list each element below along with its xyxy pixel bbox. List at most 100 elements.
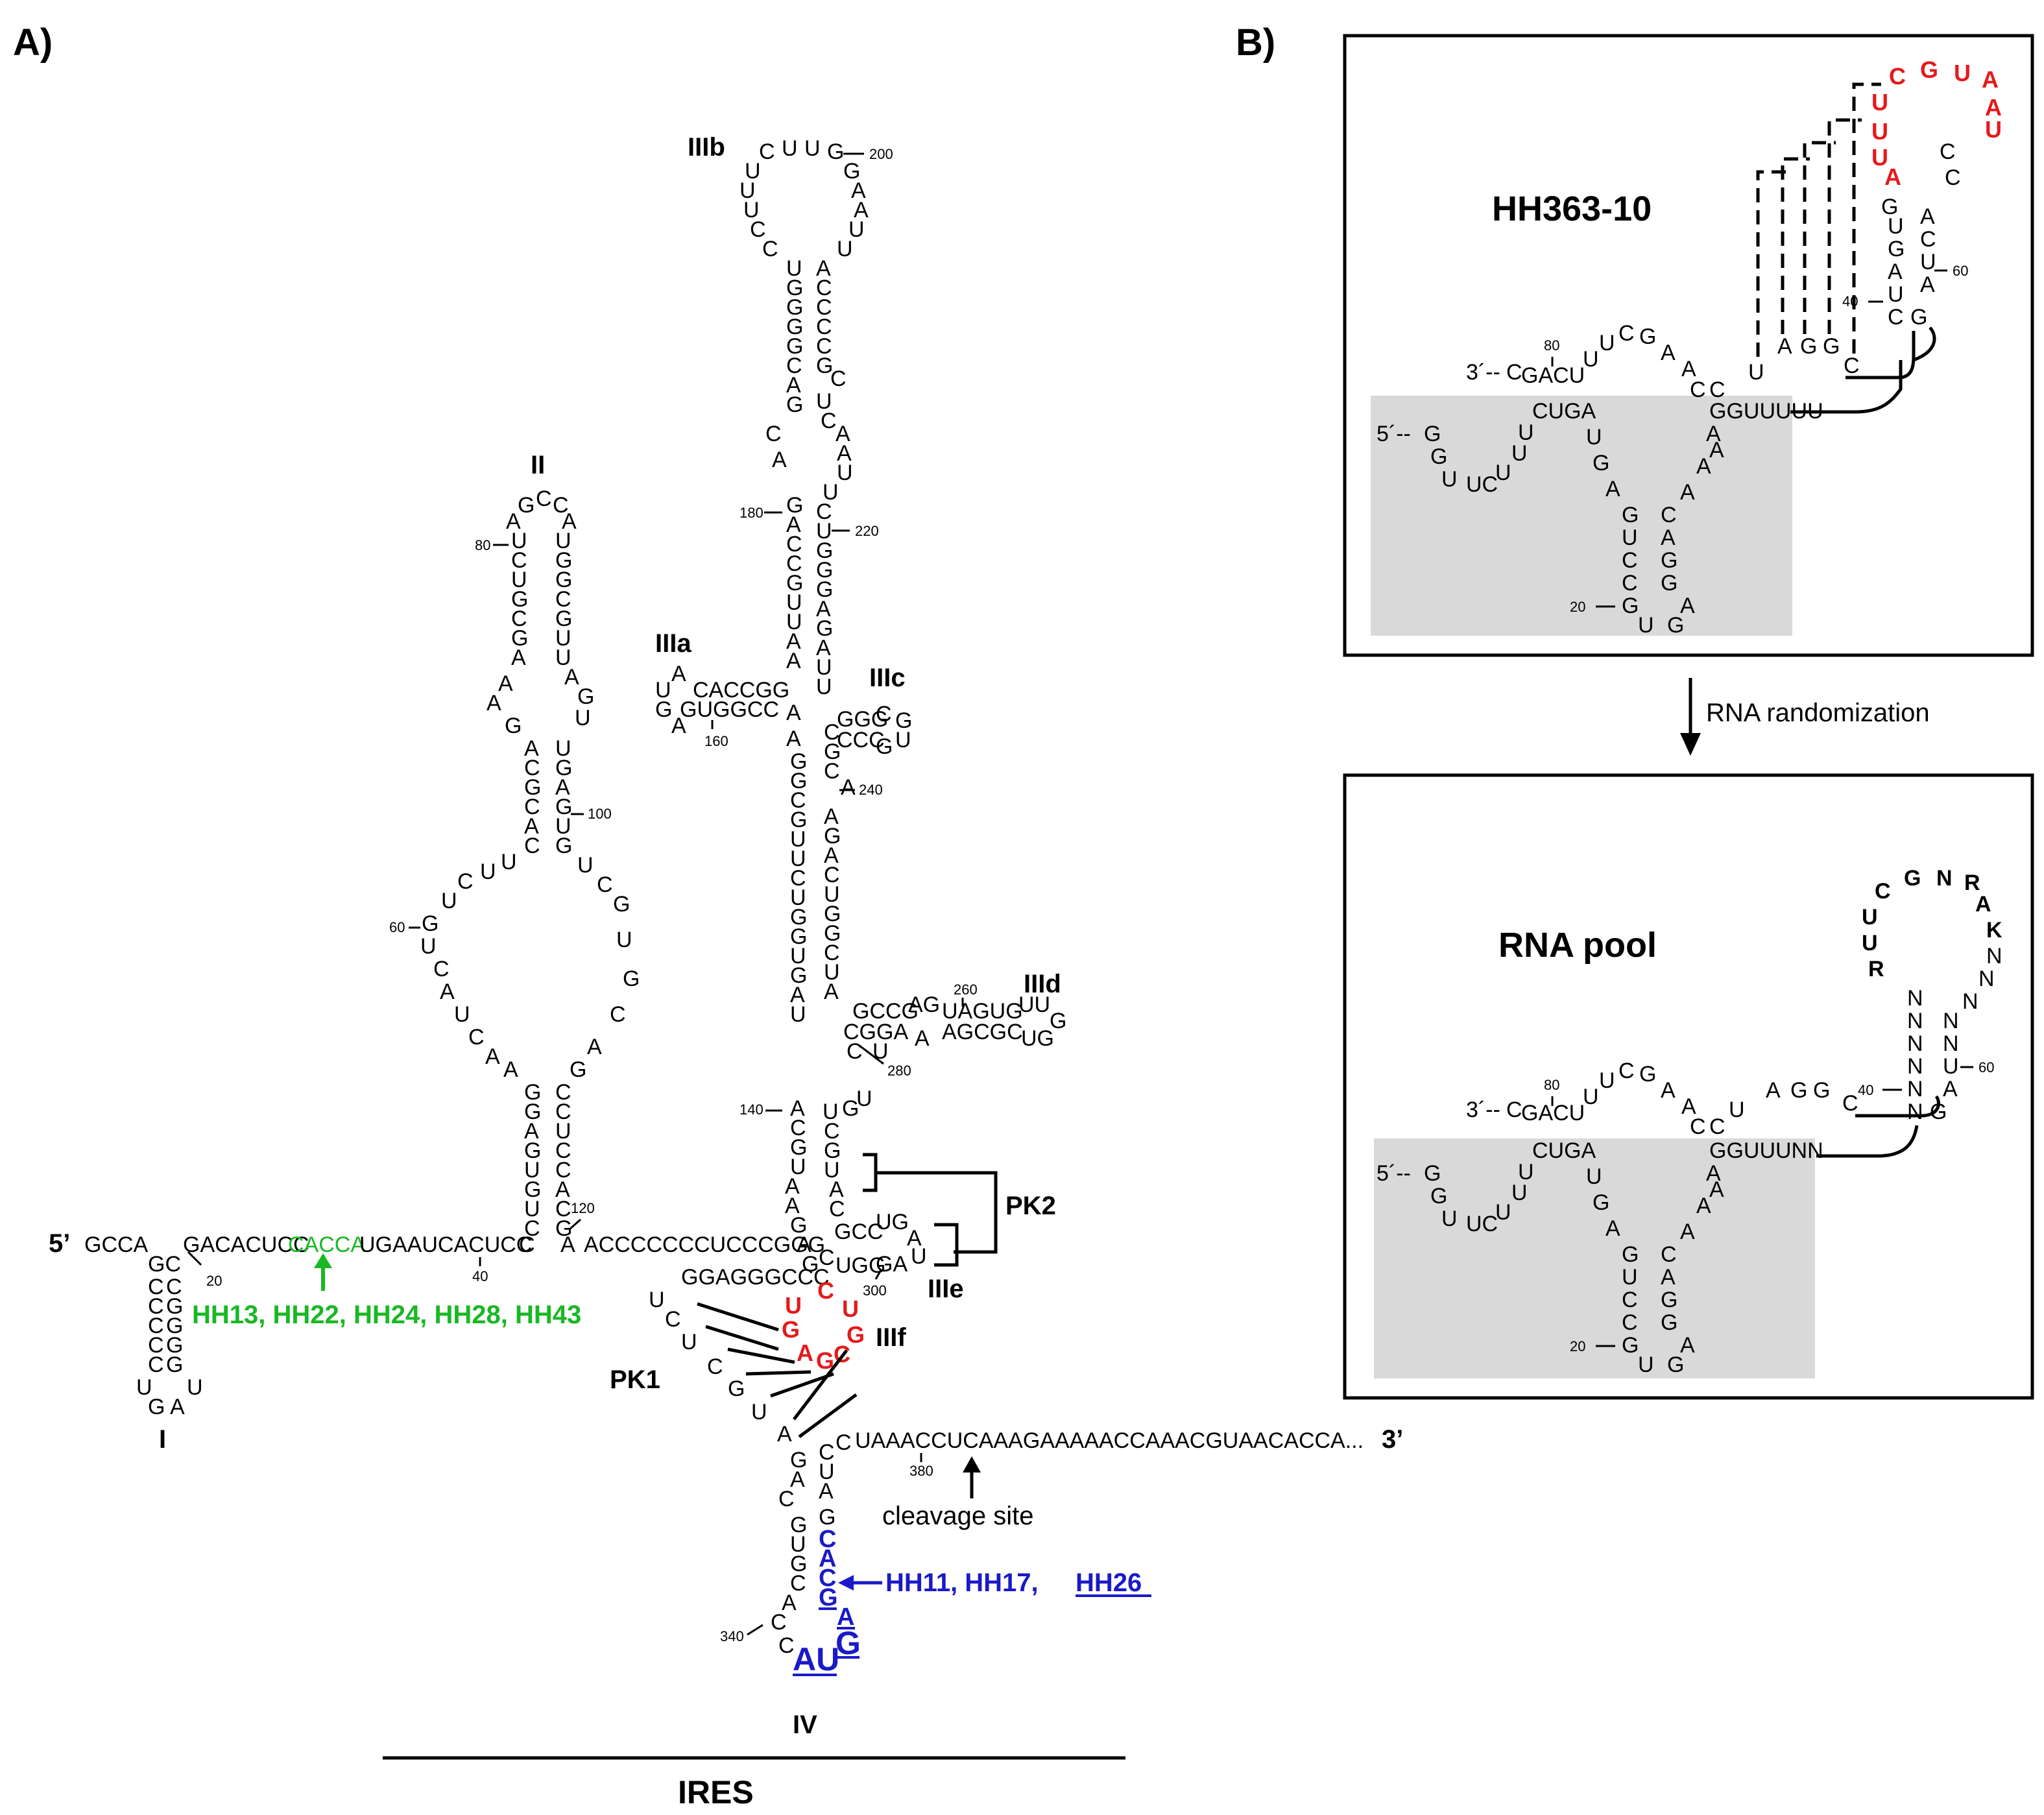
svg-text:G: G [555, 834, 572, 858]
svg-text:C: C [1506, 360, 1522, 385]
svg-text:U: U [751, 1400, 767, 1424]
svg-text:A: A [1605, 1216, 1620, 1241]
svg-text:U: U [501, 850, 517, 874]
svg-text:U: U [745, 159, 761, 184]
svg-text:C: C [790, 866, 806, 891]
svg-text:G: G [1622, 1242, 1639, 1267]
green-target-label: HH13, HH22, HH24, HH28, HH43 [192, 1301, 581, 1329]
svg-text:U: U [816, 519, 832, 544]
svg-text:U: U [511, 529, 527, 553]
svg-text:A: A [1680, 1220, 1695, 1244]
svg-text:UG: UG [1021, 1026, 1054, 1051]
pk1-label: PK1 [610, 1365, 660, 1394]
svg-text:A: A [777, 1422, 792, 1447]
svg-text:G: G [847, 1321, 865, 1348]
svg-text:G: G [786, 571, 803, 595]
svg-text:A: A [1680, 1333, 1695, 1358]
svg-text:G: G [511, 626, 528, 651]
svg-text:N: N [1936, 866, 1953, 891]
svg-text:U: U [1495, 1200, 1511, 1225]
svg-text:G: G [819, 1505, 836, 1530]
svg-text:A: A [1661, 1265, 1676, 1290]
svg-text:GUGGCC: GUGGCC [680, 697, 779, 722]
svg-text:C: C [555, 1080, 571, 1105]
svg-text:CGGA: CGGA [843, 1020, 908, 1044]
svg-text:A: A [564, 665, 579, 690]
svg-text:C: C [765, 422, 782, 446]
svg-text:A: A [824, 804, 839, 829]
rna-pool-title: RNA pool [1498, 926, 1657, 965]
svg-text:U: U [1985, 116, 2002, 143]
svg-text:C: C [836, 1430, 852, 1455]
svg-text:A: A [1680, 594, 1695, 618]
svg-text:C: C [1618, 321, 1635, 346]
svg-text:C: C [816, 295, 832, 320]
svg-text:G: G [518, 493, 535, 518]
svg-text:N: N [1907, 1054, 1923, 1079]
five-prime-end: 5’ [49, 1229, 70, 1258]
svg-text:C: C [148, 1333, 164, 1358]
svg-text:G: G [1424, 422, 1441, 446]
pk1-strand: U C U C G U A [649, 1288, 858, 1447]
svg-text:A: A [1696, 1194, 1711, 1218]
svg-text:A: A [797, 1232, 812, 1257]
pos-280-a: 280 [887, 1063, 911, 1079]
svg-text:A: A [587, 1035, 602, 1059]
svg-text:A: A [1661, 341, 1676, 365]
svg-text:A: A [786, 701, 801, 725]
three-prime-end: 3’ [1382, 1425, 1403, 1454]
svg-text:C: C [433, 957, 450, 981]
svg-text:G: G [790, 1448, 807, 1472]
svg-text:C: C [816, 499, 832, 524]
svg-text:G: G [555, 756, 572, 780]
svg-text:G: G [790, 1552, 807, 1576]
svg-text:A: A [487, 691, 501, 715]
pos-220-a: 220 [855, 523, 879, 539]
svg-text:G: G [827, 139, 844, 164]
svg-text:U: U [743, 198, 760, 222]
blue-targets-underlined: HH26 [1076, 1569, 1142, 1597]
svg-text:G: G [524, 1138, 541, 1163]
svg-text:U: U [1511, 1181, 1528, 1205]
svg-text:G: G [1430, 444, 1447, 469]
green-target-seq: CACCA [288, 1232, 365, 1257]
svg-text:U: U [1748, 360, 1764, 385]
svg-text:G: G [790, 1213, 807, 1238]
svg-text:A: A [785, 1174, 800, 1199]
svg-text:G: G [824, 902, 841, 926]
svg-text:C: C [1618, 1059, 1635, 1083]
svg-text:U: U [454, 1002, 470, 1027]
svg-text:U: U [790, 1532, 806, 1557]
svg-text:U: U [555, 645, 571, 670]
svg-text:U: U [1871, 89, 1888, 115]
svg-text:G: G [1888, 237, 1905, 261]
svg-text:C: C [778, 1487, 795, 1511]
svg-text:G: G [802, 1252, 819, 1277]
svg-text:A: A [772, 448, 787, 472]
pos-340-a: 340 [720, 1628, 744, 1644]
svg-text:A: A [854, 198, 869, 222]
svg-text:C: C [829, 1197, 845, 1221]
svg-text:A: A [1985, 94, 2002, 121]
svg-text:U: U [790, 1002, 806, 1027]
hh363-title: HH363-10 [1492, 189, 1652, 228]
pos-120-a: 120 [571, 1200, 595, 1216]
svg-text:G: G [166, 1314, 183, 1338]
svg-text:G: G [842, 1096, 859, 1121]
svg-text:G: G [555, 548, 572, 573]
svg-text:G: G [1639, 1062, 1656, 1087]
svg-text:C: C [524, 1216, 540, 1241]
svg-text:CUGA: CUGA [1532, 1138, 1596, 1163]
svg-text:U: U [1518, 1160, 1534, 1184]
svg-text:U: U [837, 461, 853, 485]
svg-text:C: C [819, 1440, 835, 1465]
svg-text:G: G [1800, 334, 1817, 359]
svg-text:C: C [597, 872, 613, 897]
svg-text:G: G [824, 739, 841, 764]
svg-text:UC: UC [1466, 1212, 1498, 1236]
svg-text:N: N [1907, 1031, 1923, 1056]
svg-text:G: G [790, 769, 807, 793]
svg-text:A: A [907, 1226, 922, 1251]
